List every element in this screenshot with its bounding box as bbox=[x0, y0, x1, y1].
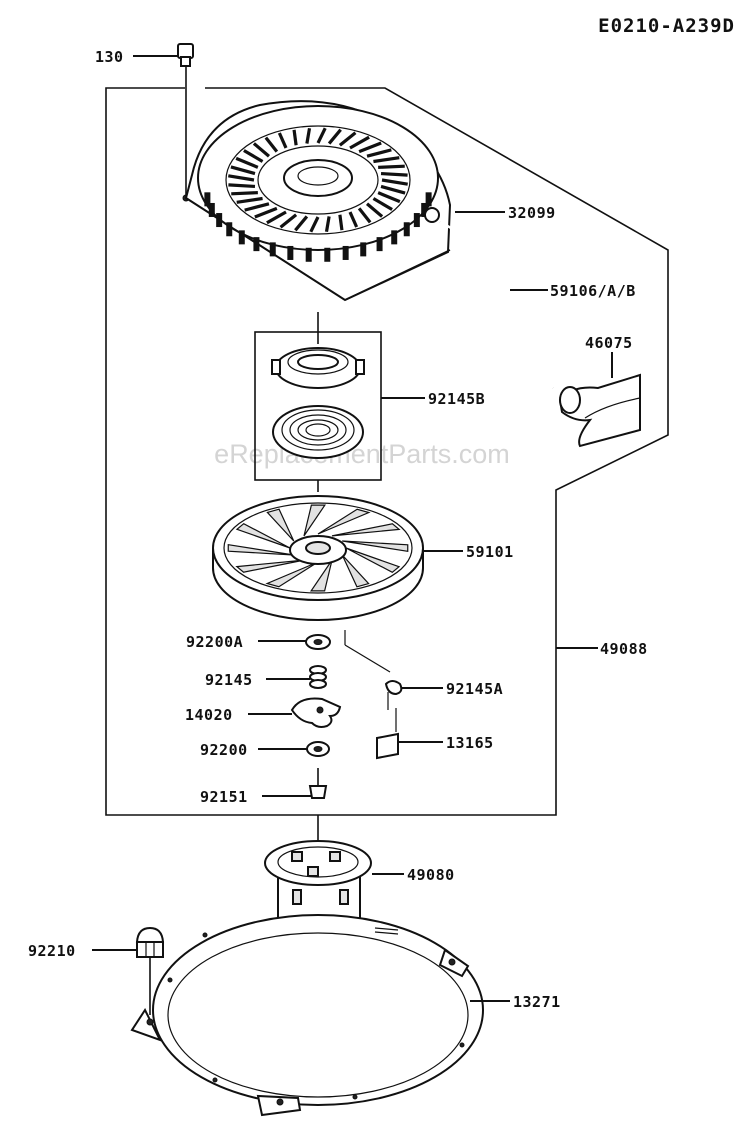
label-49080[interactable]: 49080 bbox=[407, 866, 455, 884]
plate-13165[interactable] bbox=[376, 708, 399, 760]
starter-rope-59106[interactable] bbox=[439, 220, 554, 389]
label-92145a[interactable]: 92145A bbox=[446, 680, 503, 698]
reel-spokes bbox=[227, 504, 409, 592]
label-32099[interactable]: 32099 bbox=[508, 204, 556, 222]
label-92200a[interactable]: 92200A bbox=[186, 633, 243, 651]
diagram-id: E0210-A239D bbox=[598, 15, 735, 37]
ratchet-14020[interactable] bbox=[290, 697, 342, 728]
label-59106[interactable]: 59106/A/B bbox=[550, 282, 636, 300]
cover-side-slots bbox=[204, 192, 432, 262]
bolt-130[interactable] bbox=[177, 43, 194, 202]
label-92145b[interactable]: 92145B bbox=[428, 390, 485, 408]
cover-fins bbox=[228, 127, 408, 233]
label-92145[interactable]: 92145 bbox=[205, 671, 253, 689]
spring-group-92145b[interactable] bbox=[254, 312, 382, 492]
label-92200[interactable]: 92200 bbox=[200, 741, 248, 759]
spring-92145a[interactable] bbox=[344, 630, 403, 710]
washer-92200[interactable] bbox=[306, 741, 330, 757]
bolt-92151[interactable] bbox=[308, 768, 328, 799]
label-49088[interactable]: 49088 bbox=[600, 640, 648, 658]
starter-handle-46075[interactable] bbox=[558, 373, 641, 448]
spring-92145[interactable] bbox=[309, 665, 327, 689]
label-13271[interactable]: 13271 bbox=[513, 993, 561, 1011]
label-14020[interactable]: 14020 bbox=[185, 706, 233, 724]
leader-lines bbox=[92, 55, 613, 1002]
assembly-outline bbox=[105, 87, 669, 816]
reel-59101[interactable] bbox=[212, 495, 424, 621]
recoil-cover-32099[interactable] bbox=[184, 100, 452, 302]
label-92151[interactable]: 92151 bbox=[200, 788, 248, 806]
label-59101[interactable]: 59101 bbox=[466, 543, 514, 561]
label-92210[interactable]: 92210 bbox=[28, 942, 76, 960]
washer-92200a[interactable] bbox=[305, 634, 331, 650]
base-plate-13271[interactable] bbox=[130, 914, 484, 1117]
label-130[interactable]: 130 bbox=[95, 48, 124, 66]
watermark: eReplacementParts.com bbox=[214, 439, 510, 469]
label-46075[interactable]: 46075 bbox=[585, 334, 633, 352]
label-13165[interactable]: 13165 bbox=[446, 734, 494, 752]
